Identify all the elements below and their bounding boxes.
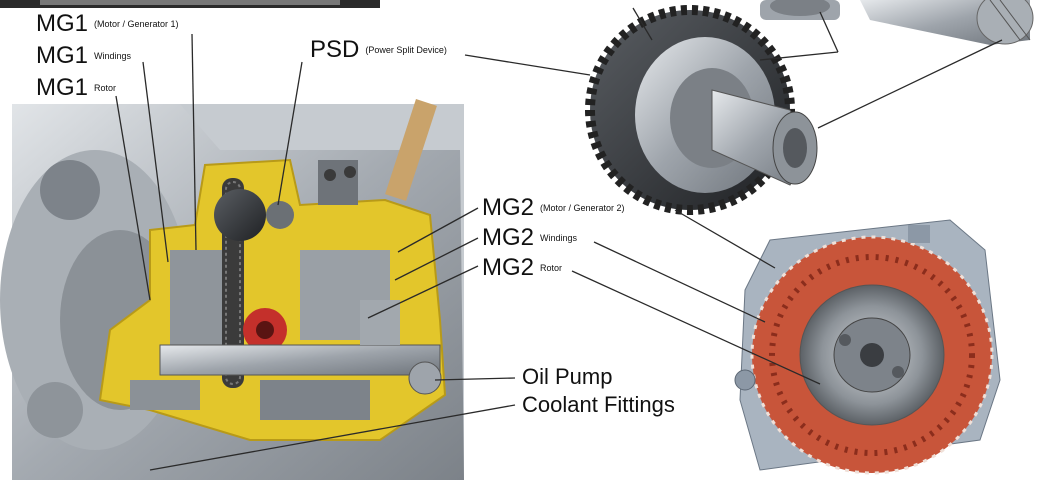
mg2-stator [734, 219, 1001, 475]
mg1-motor-sub: (Motor / Generator 1) [94, 19, 179, 29]
psd-assembly [585, 0, 1034, 215]
mg1-motor-label: MG1 (Motor / Generator 1) [36, 12, 179, 36]
top-left-frame [0, 0, 380, 8]
psd-sub: (Power Split Device) [365, 45, 447, 55]
mg2-windings-main: MG2 [482, 224, 535, 251]
mg1-windings-label: MG1 Windings [36, 44, 131, 68]
transaxle-cutaway [0, 99, 464, 480]
mg1-windings-main: MG1 [36, 42, 89, 69]
mg1-motor-main: MG1 [36, 10, 89, 37]
mg1-rotor-sub: Rotor [94, 83, 117, 93]
mg2-rotor-sub: Rotor [540, 263, 563, 273]
mg2-windings-label: MG2 Windings [482, 226, 577, 250]
mg2-rotor-label: MG2 Rotor [482, 256, 562, 280]
mg2-rotor-main: MG2 [482, 254, 535, 281]
coolant-fittings-label: Coolant Fittings [522, 392, 675, 417]
mg1-rotor-main: MG1 [36, 74, 89, 101]
mg2-windings-sub: Windings [540, 233, 578, 243]
mg2-motor-label: MG2 (Motor / Generator 2) [482, 196, 625, 220]
mg1-windings-sub: Windings [94, 51, 132, 61]
mg1-rotor-label: MG1 Rotor [36, 76, 116, 100]
psd-main: PSD [310, 36, 360, 63]
psd-label: PSD (Power Split Device) [310, 38, 447, 62]
leader-lines [115, 7, 1003, 471]
mg2-motor-sub: (Motor / Generator 2) [540, 203, 625, 213]
mg2-motor-main: MG2 [482, 194, 535, 221]
oil-pump-label: Oil Pump [522, 364, 613, 389]
